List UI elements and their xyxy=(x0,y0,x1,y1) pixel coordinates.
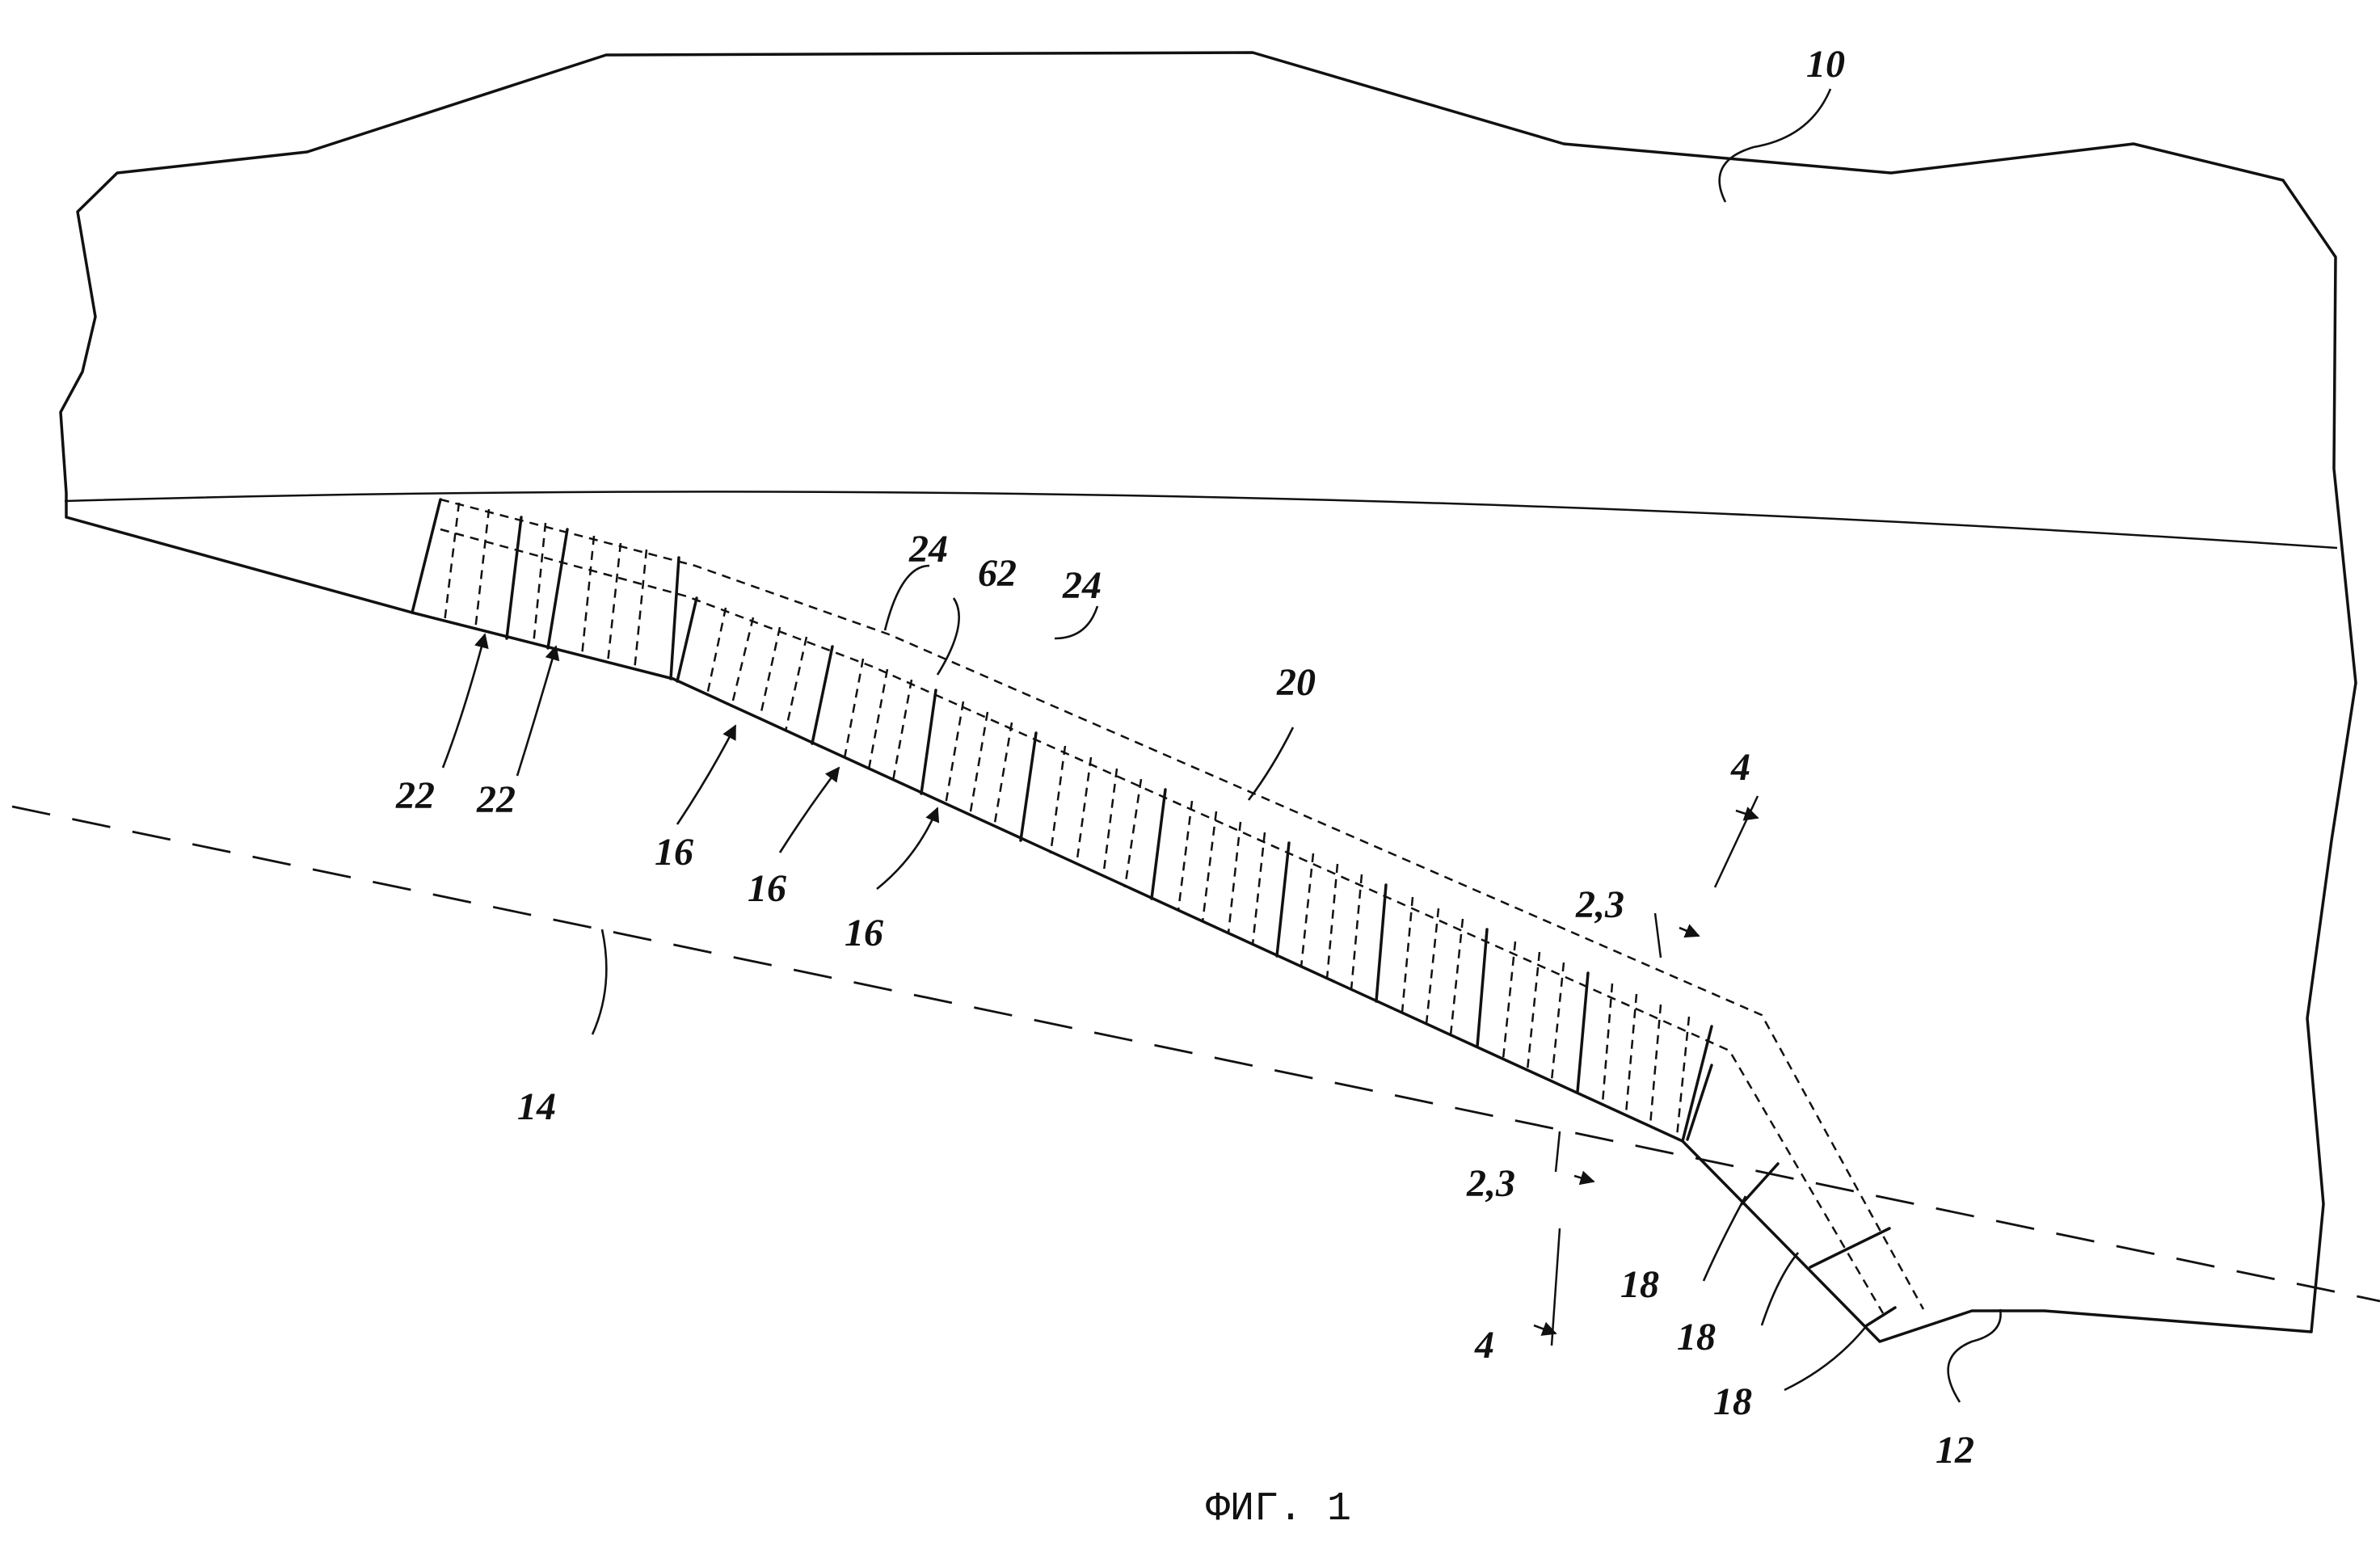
label-62: 62 xyxy=(978,552,1017,595)
section-label-4-upper: 4 xyxy=(1730,746,1750,789)
upper-surface-line xyxy=(65,491,2337,548)
label-16-a: 16 xyxy=(655,831,693,874)
label-20: 20 xyxy=(1276,661,1316,704)
label-24-a: 24 xyxy=(908,528,948,571)
label-16-b: 16 xyxy=(748,867,786,910)
reference-line-14 xyxy=(12,807,2380,1301)
label-16-c: 16 xyxy=(845,912,883,954)
fuselage-outline xyxy=(61,53,2356,1342)
ribs-group-16 xyxy=(677,598,1712,1141)
label-22-b: 22 xyxy=(476,778,516,821)
label-12: 12 xyxy=(1936,1429,1974,1472)
label-10: 10 xyxy=(1806,43,1845,86)
ribs-group-18 xyxy=(1687,1065,1895,1325)
figure-caption: ФИГ. 1 xyxy=(1206,1486,1351,1532)
ribs-group-22 xyxy=(412,499,679,679)
section-label-4-lower: 4 xyxy=(1474,1324,1494,1367)
label-14: 14 xyxy=(517,1085,556,1128)
label-18-a: 18 xyxy=(1620,1263,1659,1306)
label-18-c: 18 xyxy=(1713,1380,1752,1423)
label-22-a: 22 xyxy=(395,774,435,817)
section-label-2-3-lower: 2,3 xyxy=(1466,1162,1515,1205)
label-24-b: 24 xyxy=(1062,564,1102,607)
leader-lines xyxy=(443,89,2001,1402)
section-label-2-3-upper: 2,3 xyxy=(1575,883,1624,926)
label-18-b: 18 xyxy=(1677,1316,1716,1359)
panel-inner-dashed xyxy=(440,529,1883,1313)
panel-outer-dashed xyxy=(440,499,1923,1309)
